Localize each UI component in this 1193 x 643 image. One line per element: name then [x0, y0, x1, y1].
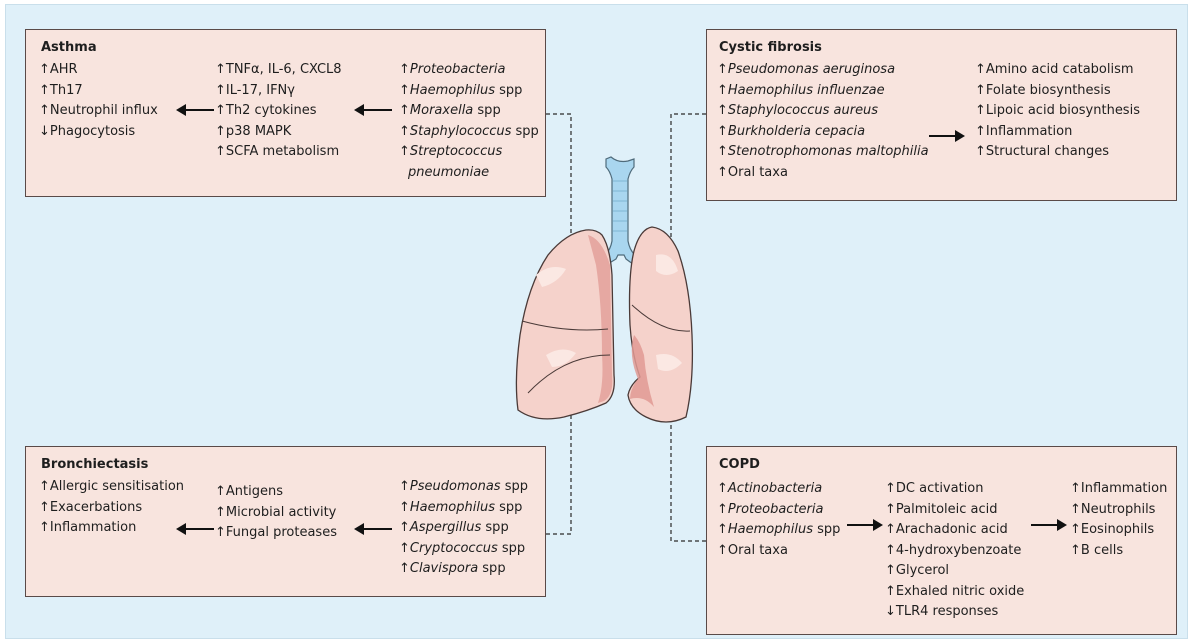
cystic-fibrosis-outcomes: ↑Amino acid catabolism ↑Folate biosynthe… [975, 60, 1140, 163]
left-lung-icon [628, 227, 692, 422]
asthma-panel: Asthma ↑AHR ↑Th17 ↑Neutrophil influx ↓Ph… [25, 29, 546, 197]
copd-mediators: ↑DC activation ↑Palmitoleic acid ↑Aracha… [885, 479, 1024, 623]
taxon-item: ↑Streptococcus [399, 142, 539, 163]
list-item: ↑Inflammation [975, 122, 1140, 143]
list-item: ↑SCFA metabolism [215, 142, 342, 163]
bronchiectasis-title: Bronchiectasis [41, 457, 148, 473]
list-item: ↑B cells [1070, 541, 1167, 562]
taxon-item: ↑Clavispora spp [399, 559, 528, 580]
arrow-left-icon [354, 103, 394, 117]
asthma-title: Asthma [41, 40, 97, 56]
list-item: ↑Exacerbations [39, 498, 184, 519]
copd-outcomes: ↑Inflammation ↑Neutrophils ↑Eosinophils … [1070, 479, 1167, 561]
arrow-left-icon [354, 522, 394, 536]
bronchiectasis-mediators: ↑Antigens ↑Microbial activity ↑Fungal pr… [215, 482, 337, 544]
cystic-fibrosis-panel: Cystic fibrosis ↑Pseudomonas aeruginosa … [706, 29, 1177, 201]
list-item: ↑Amino acid catabolism [975, 60, 1140, 81]
list-item: ↑Allergic sensitisation [39, 477, 184, 498]
bronchiectasis-panel: Bronchiectasis ↑Allergic sensitisation ↑… [25, 446, 546, 597]
list-item: ↑IL-17, IFNγ [215, 81, 342, 102]
list-item: ↑Antigens [215, 482, 337, 503]
arrow-right-icon [1029, 518, 1069, 532]
list-item: ↑Folate biosynthesis [975, 81, 1140, 102]
cystic-fibrosis-taxa: ↑Pseudomonas aeruginosa ↑Haemophilus inf… [717, 60, 929, 183]
bronchiectasis-taxa: ↑Pseudomonas spp ↑Haemophilus spp ↑Asper… [399, 477, 528, 580]
copd-taxa: ↑Actinobacteria ↑Proteobacteria ↑Haemoph… [717, 479, 840, 561]
asthma-mediators: ↑TNFα, IL-6, CXCL8 ↑IL-17, IFNγ ↑Th2 cyt… [215, 60, 342, 163]
list-item: ↑Th17 [39, 81, 158, 102]
taxon-item: ↑Proteobacteria [717, 500, 840, 521]
list-item: ↑Eosinophils [1070, 520, 1167, 541]
figure-canvas: Asthma ↑AHR ↑Th17 ↑Neutrophil influx ↓Ph… [5, 4, 1188, 639]
taxon-item: ↑Staphylococcus aureus [717, 101, 929, 122]
taxon-item: ↑Haemophilus spp [399, 81, 539, 102]
arrow-left-icon [176, 522, 216, 536]
list-item: ↑TNFα, IL-6, CXCL8 [215, 60, 342, 81]
taxon-item: ↑Aspergillus spp [399, 518, 528, 539]
list-item: ↑p38 MAPK [215, 122, 342, 143]
taxon-item: ↑Oral taxa [717, 541, 840, 562]
list-item: ↑AHR [39, 60, 158, 81]
list-item: ↑Inflammation [1070, 479, 1167, 500]
taxon-item: ↑Haemophilus spp [399, 498, 528, 519]
taxon-item: ↑Burkholderia cepacia [717, 122, 929, 143]
list-item: ↑Glycerol [885, 561, 1024, 582]
list-item: ↑Structural changes [975, 142, 1140, 163]
taxon-item: ↑Moraxella spp [399, 101, 539, 122]
arrow-right-icon [927, 129, 967, 143]
lungs-illustration [506, 155, 696, 435]
list-item: ↑Th2 cytokines [215, 101, 342, 122]
taxon-item: ↑Pseudomonas aeruginosa [717, 60, 929, 81]
list-item: ↑Fungal proteases [215, 523, 337, 544]
taxon-item: ↑Pseudomonas spp [399, 477, 528, 498]
taxon-item: ↑Proteobacteria [399, 60, 539, 81]
right-lung-icon [516, 230, 614, 419]
asthma-outcomes: ↑AHR ↑Th17 ↑Neutrophil influx ↓Phagocyto… [39, 60, 158, 142]
list-item: ↑Inflammation [39, 518, 184, 539]
list-item: ↑Palmitoleic acid [885, 500, 1024, 521]
list-item: ↑Microbial activity [215, 503, 337, 524]
taxon-item: ↑Staphylococcus spp [399, 122, 539, 143]
list-item: ↓TLR4 responses [885, 602, 1024, 623]
arrow-left-icon [176, 103, 216, 117]
list-item: ↑4-hydroxybenzoate [885, 541, 1024, 562]
copd-title: COPD [719, 457, 760, 473]
list-item: ↑Lipoic acid biosynthesis [975, 101, 1140, 122]
list-item: ↑DC activation [885, 479, 1024, 500]
taxon-item: ↑Cryptococcus spp [399, 539, 528, 560]
taxon-item: ↑Haemophilus spp [717, 520, 840, 541]
taxon-item: ↑Haemophilus influenzae [717, 81, 929, 102]
list-item: ↑Arachadonic acid [885, 520, 1024, 541]
cystic-fibrosis-title: Cystic fibrosis [719, 40, 822, 56]
arrow-right-icon [845, 518, 885, 532]
list-item: ↓Phagocytosis [39, 122, 158, 143]
taxon-item: ↑Oral taxa [717, 163, 929, 184]
copd-panel: COPD ↑Actinobacteria ↑Proteobacteria ↑Ha… [706, 446, 1177, 635]
list-item: ↑Exhaled nitric oxide [885, 582, 1024, 603]
taxon-item: ↑Actinobacteria [717, 479, 840, 500]
taxon-item: pneumoniae [399, 163, 539, 184]
taxon-item: ↑Stenotrophomonas maltophilia [717, 142, 929, 163]
asthma-taxa: ↑Proteobacteria ↑Haemophilus spp ↑Moraxe… [399, 60, 539, 183]
list-item: ↑Neutrophil influx [39, 101, 158, 122]
bronchiectasis-outcomes: ↑Allergic sensitisation ↑Exacerbations ↑… [39, 477, 184, 539]
list-item: ↑Neutrophils [1070, 500, 1167, 521]
